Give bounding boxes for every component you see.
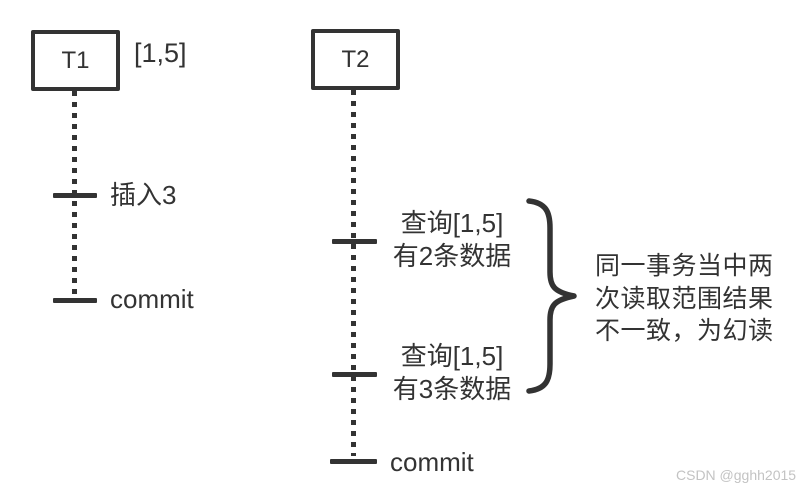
t1-title: T1	[61, 46, 90, 74]
csdn-watermark: CSDN @gghh2015	[676, 467, 797, 483]
t1-event-commit-label: commit	[110, 284, 194, 314]
t2-query1-line1: 查询[1,5]	[400, 208, 504, 238]
t2-lifeline	[351, 90, 356, 456]
t2-event-query1-label: 查询[1,5] 有2条数据	[388, 207, 516, 273]
t2-tick-commit	[330, 459, 377, 464]
t1-tick-insert	[53, 193, 97, 198]
t2-title: T2	[341, 45, 370, 73]
curly-brace	[526, 198, 577, 394]
phantom-read-annotation: 同一事务当中两 次读取范围结果 不一致，为幻读	[595, 250, 774, 348]
t1-range-label: [1,5]	[134, 38, 187, 68]
t1-box: T1	[31, 30, 120, 91]
t1-event-insert-label: 插入3	[110, 180, 177, 210]
annotation-line-2: 次读取范围结果	[595, 284, 774, 313]
t2-query2-line1: 查询[1,5]	[400, 341, 504, 371]
annotation-line-3: 不一致，为幻读	[595, 317, 774, 345]
t2-tick-query1	[332, 239, 377, 244]
t2-query1-line2: 有2条数据	[392, 241, 512, 271]
t2-event-commit-label: commit	[390, 447, 474, 477]
t2-query2-line2: 有3条数据	[392, 374, 512, 404]
annotation-line-1: 同一事务当中两	[595, 252, 774, 280]
t1-tick-commit	[53, 298, 97, 303]
t2-tick-query2	[332, 372, 377, 377]
t2-event-query2-label: 查询[1,5] 有3条数据	[388, 340, 516, 406]
t2-box: T2	[311, 29, 400, 90]
